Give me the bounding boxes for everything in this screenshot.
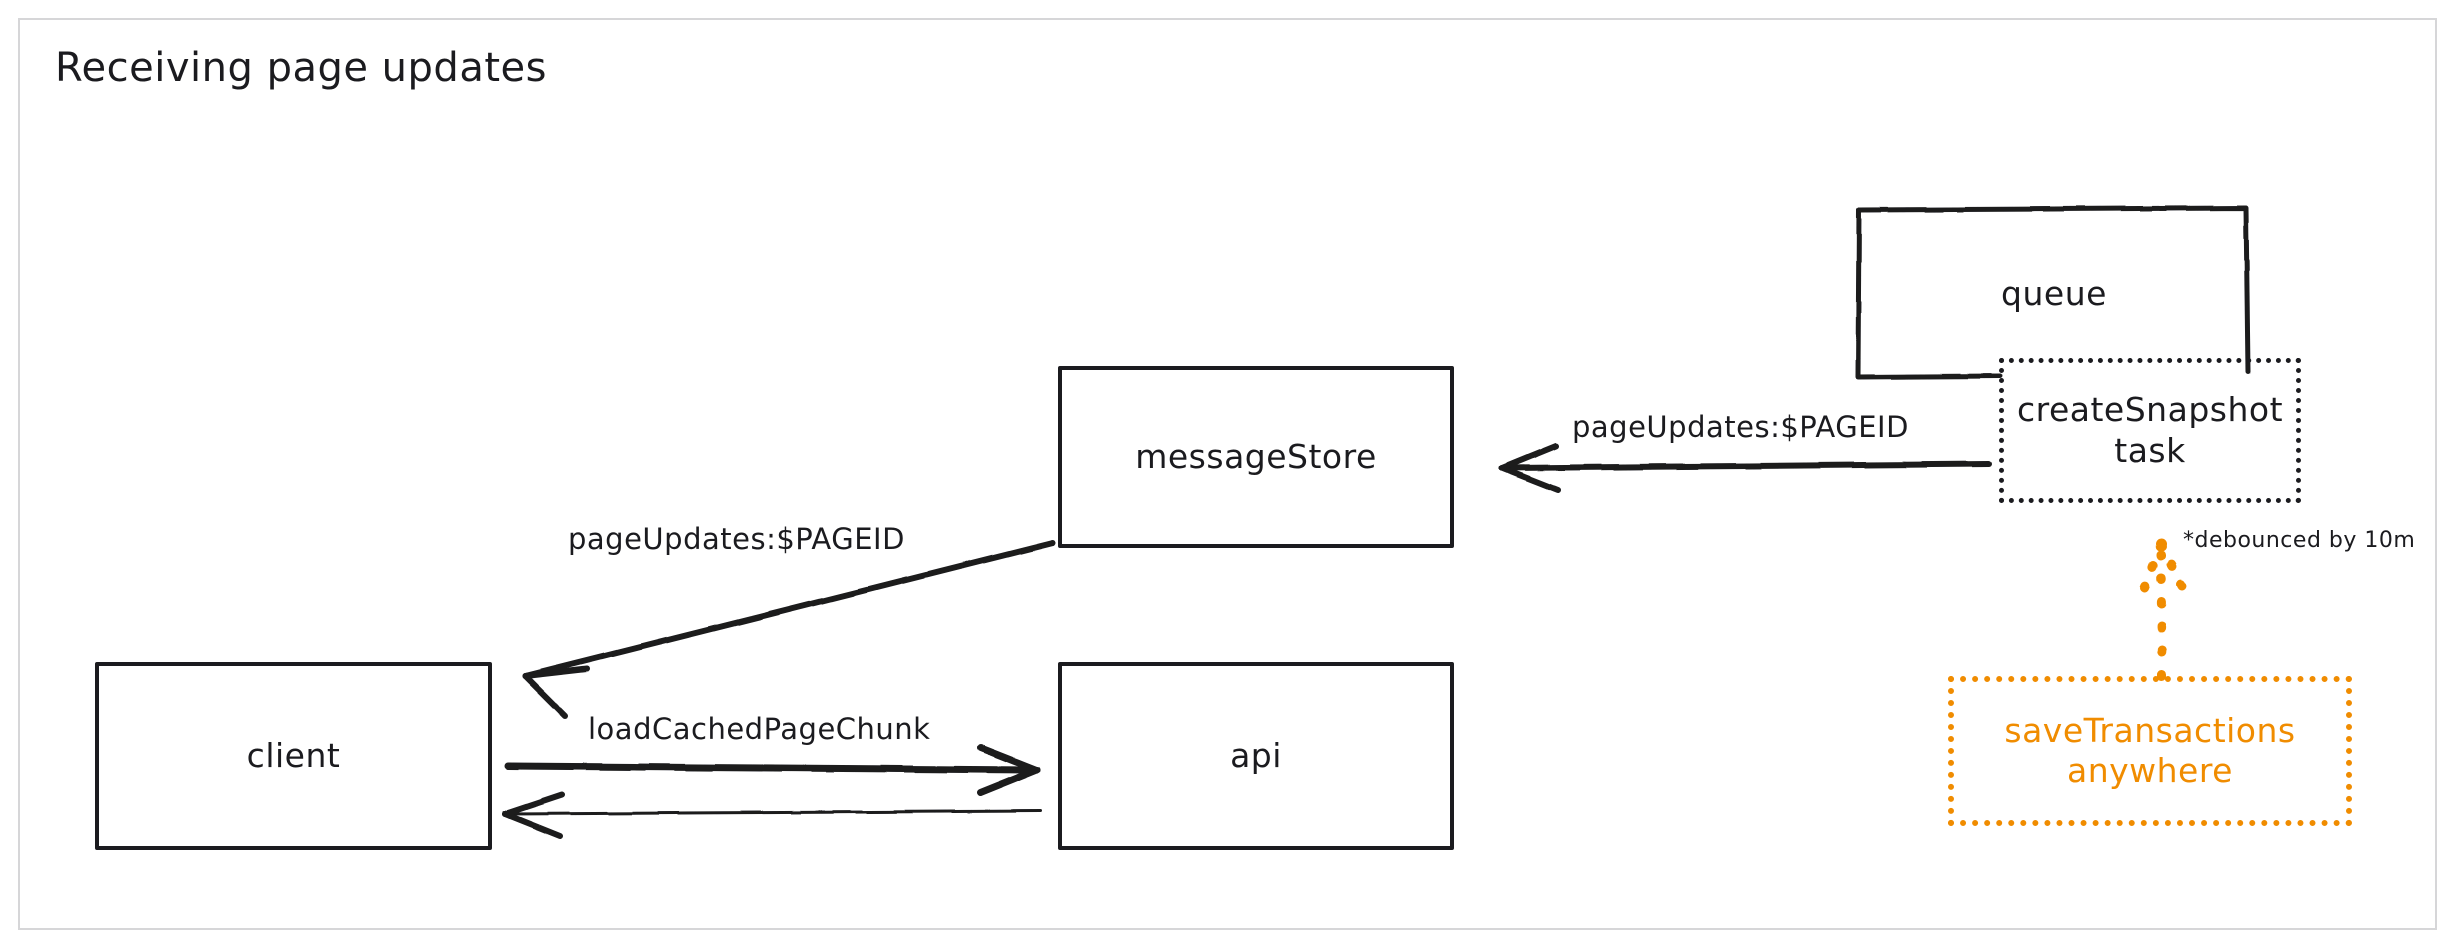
node-message-store-label: messageStore	[1135, 436, 1377, 476]
annotation-debounce-note: *debounced by 10m	[2183, 528, 2416, 553]
node-save-transactions[interactable]: saveTransactions anywhere	[1948, 676, 2352, 826]
edge-label-client-to-api: loadCachedPageChunk	[588, 712, 931, 746]
page-title: Receiving page updates	[55, 45, 547, 91]
node-create-snapshot-task-label: createSnapshot task	[2016, 390, 2284, 470]
node-message-store[interactable]: messageStore	[1058, 366, 1454, 548]
node-api-label: api	[1230, 735, 1282, 775]
node-save-transactions-label: saveTransactions anywhere	[2004, 710, 2296, 790]
node-queue-label: queue	[2001, 273, 2107, 313]
node-create-snapshot-task[interactable]: createSnapshot task	[1999, 358, 2301, 503]
node-queue[interactable]: queue	[1859, 210, 2249, 378]
node-client[interactable]: client	[95, 662, 492, 850]
edge-label-task-to-messagestore: pageUpdates:$PAGEID	[1572, 410, 1909, 444]
edge-label-messagestore-to-client: pageUpdates:$PAGEID	[568, 522, 905, 556]
canvas-frame	[18, 18, 2437, 930]
node-client-label: client	[246, 735, 341, 775]
node-api[interactable]: api	[1058, 662, 1454, 850]
